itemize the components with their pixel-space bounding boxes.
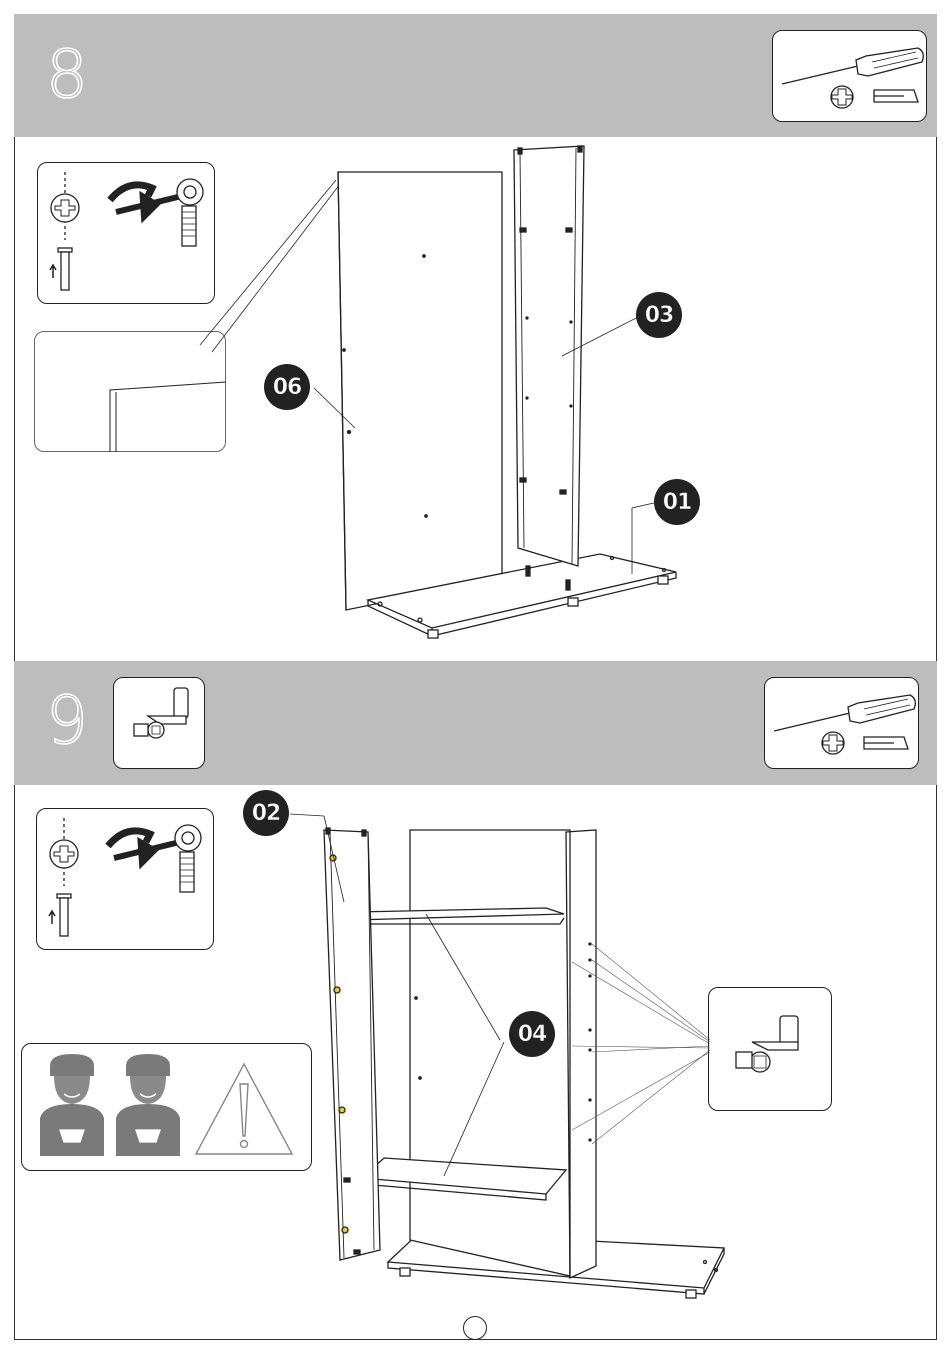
- phillips-head-icon: [831, 86, 853, 108]
- flat-head-icon: [874, 90, 918, 102]
- phillips-head-icon: [822, 732, 844, 754]
- cam-lock-icon: [50, 172, 79, 290]
- person-icon: [40, 1054, 104, 1156]
- callout-02: 02: [243, 790, 289, 836]
- cam-lock-icon: [49, 818, 78, 936]
- callout-01: 01: [654, 479, 700, 525]
- right-side-panel: [566, 830, 596, 1278]
- warning-triangle-icon: [196, 1064, 292, 1154]
- rotate-arrow-icon: [108, 831, 180, 868]
- screwdriver-icon: [782, 48, 923, 84]
- panel-03: [514, 146, 640, 590]
- panel-06: [314, 172, 502, 610]
- edge-zoom-icon: [110, 180, 340, 452]
- side-panel-02: [290, 814, 380, 1260]
- cam-fitting-icon: [177, 179, 203, 246]
- flat-head-icon: [864, 737, 908, 749]
- cam-fitting-icon: [175, 825, 201, 892]
- person-icon: [116, 1054, 180, 1156]
- page-number-circle: [463, 1316, 487, 1340]
- shelf-support-pin-icon: [736, 1016, 798, 1072]
- screwdriver-icon: [774, 695, 915, 731]
- callout-06: 06: [264, 364, 310, 410]
- rotate-arrow-icon: [110, 185, 182, 222]
- callout-03: 03: [636, 292, 682, 338]
- shelf-support-pin-icon: [134, 688, 188, 738]
- callout-04: 04: [509, 1011, 555, 1057]
- back-panel: [410, 830, 570, 1276]
